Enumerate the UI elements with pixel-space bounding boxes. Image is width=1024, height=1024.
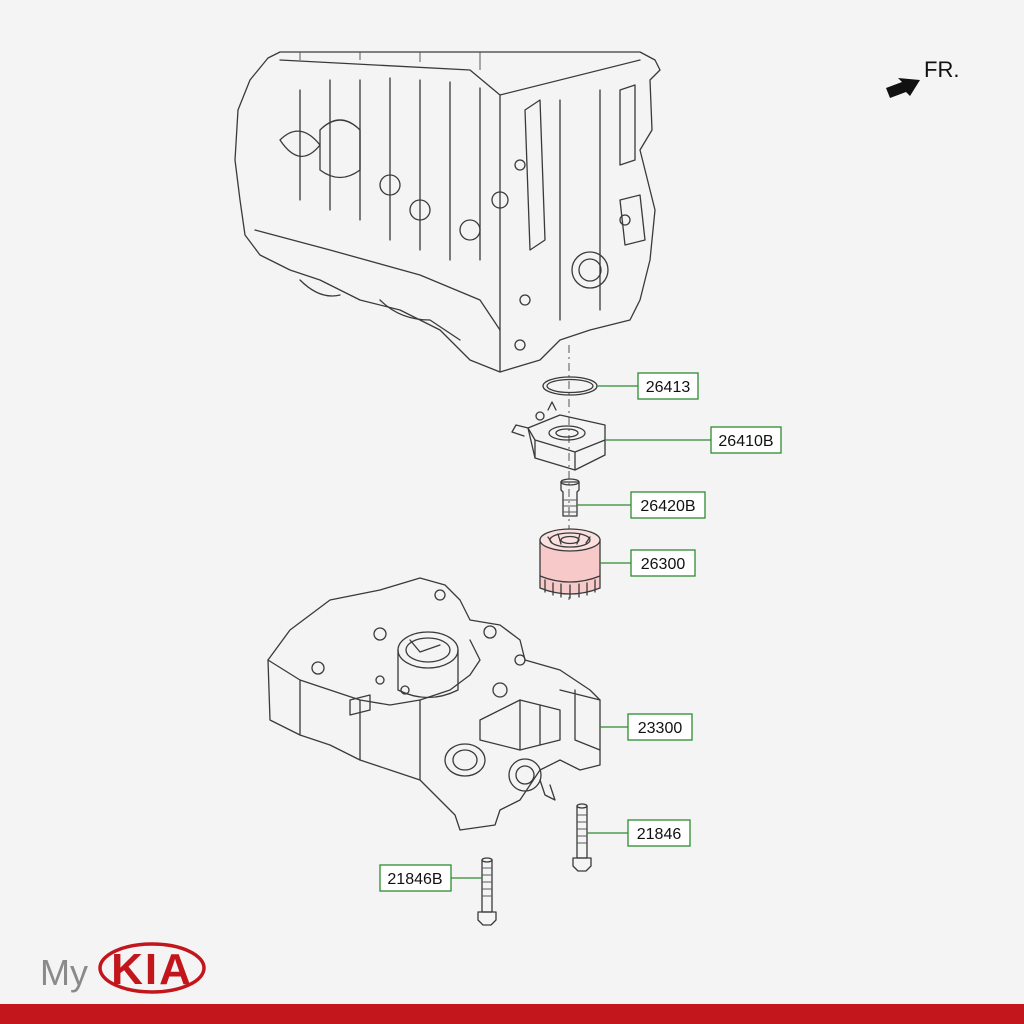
callout-26300[interactable]: 26300	[630, 549, 696, 577]
callout-23300[interactable]: 23300	[627, 713, 693, 741]
oil-filter-part[interactable]	[539, 528, 601, 599]
front-direction-indicator: FR.	[886, 57, 959, 98]
front-arrow-icon	[886, 78, 920, 98]
callout-label: 26300	[641, 556, 686, 573]
oil-pump-module-part[interactable]	[267, 577, 601, 831]
footer-bar	[0, 1004, 1024, 1024]
oil-filter-fitting-part[interactable]	[560, 478, 580, 517]
callout-26420B[interactable]: 26420B	[630, 491, 706, 519]
brand-prefix: My	[40, 952, 88, 993]
callout-label: 26420B	[640, 498, 695, 515]
bolt-21846B-part[interactable]	[477, 857, 497, 926]
callout-26413[interactable]: 26413	[637, 372, 699, 400]
front-label: FR.	[924, 57, 959, 82]
oil-cooler-part[interactable]	[511, 401, 606, 471]
callout-21846[interactable]: 21846	[627, 819, 691, 847]
mykia-logo: My KIA	[40, 942, 206, 994]
brand-name: KIA	[111, 945, 193, 994]
callout-26410B[interactable]: 26410B	[710, 426, 782, 454]
bolt-21846-part[interactable]	[572, 803, 592, 872]
callout-label: 21846B	[387, 871, 442, 888]
callout-21846B[interactable]: 21846B	[379, 864, 452, 892]
callout-label: 26413	[646, 379, 691, 396]
callout-label: 21846	[637, 826, 682, 843]
leader-lines	[451, 385, 711, 879]
engine-block-drawing	[234, 51, 661, 373]
callout-label: 23300	[638, 720, 683, 737]
callout-label: 26410B	[718, 433, 773, 450]
